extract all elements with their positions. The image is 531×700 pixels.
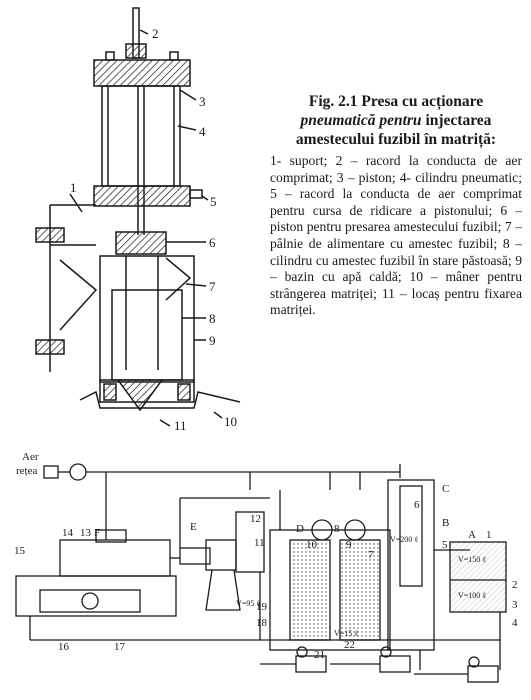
press-label-8: 8	[209, 311, 216, 326]
volume-label-95: V=95 ℓ	[236, 599, 260, 608]
press-label-4: 4	[199, 124, 206, 139]
plant-label-22: 22	[344, 639, 355, 651]
pneumatic-press-drawing: 2 3 4 1 5 6 7 8 9 10 11	[35, 7, 241, 430]
plant-label-1: 1	[486, 529, 492, 541]
plant-label-6: 6	[414, 499, 420, 511]
plant-label-11: 11	[254, 537, 265, 549]
plant-label-9: 9	[346, 539, 352, 551]
caption-title: Fig. 2.1 Presa cu acționare pneumatică p…	[270, 92, 522, 149]
press-label-2: 2	[152, 26, 159, 41]
plant-label-14: 14	[62, 527, 74, 539]
figure-caption: Fig. 2.1 Presa cu acționare pneumatică p…	[270, 92, 522, 319]
plant-schematic-drawing: Aer rețea 14 13 F 15 16 17 E 12 11 D 10 …	[14, 451, 518, 683]
plant-label-13: 13	[80, 527, 92, 539]
plant-label-12: 12	[250, 513, 261, 525]
volume-label-15: V=15 ℓ	[334, 629, 358, 638]
caption-description: 1- suport; 2 – racord la conducta de aer…	[270, 153, 522, 318]
plant-label-2: 2	[512, 579, 518, 591]
plant-label-10: 10	[306, 539, 318, 551]
plant-label-E: E	[190, 521, 197, 533]
press-label-6: 6	[209, 235, 216, 250]
plant-label-8: 8	[334, 523, 340, 535]
press-label-11: 11	[174, 418, 187, 430]
plant-label-D: D	[296, 523, 304, 535]
plant-label-17: 17	[114, 641, 126, 653]
plant-label-4: 4	[512, 617, 518, 629]
press-label-10: 10	[224, 414, 237, 429]
plant-label-F: F	[94, 527, 100, 539]
press-label-1: 1	[70, 180, 77, 195]
plant-label-aer: Aer	[22, 451, 39, 463]
plant-label-7: 7	[368, 549, 374, 561]
caption-title-italic: pneumatică pentru	[300, 112, 422, 129]
press-label-7: 7	[209, 279, 216, 294]
figure-number: Fig. 2.1	[308, 93, 358, 110]
volume-label-150: V=150 ℓ	[458, 555, 486, 564]
plant-label-A: A	[468, 529, 476, 541]
volume-label-200: V=200 ℓ	[390, 535, 418, 544]
plant-label-3: 3	[512, 599, 518, 611]
plant-label-15: 15	[14, 545, 26, 557]
press-label-5: 5	[210, 194, 217, 209]
plant-label-B: B	[442, 517, 449, 529]
press-label-9: 9	[209, 333, 216, 348]
plant-label-C: C	[442, 483, 449, 495]
plant-label-21: 21	[314, 649, 325, 661]
plant-label-5: 5	[442, 539, 448, 551]
caption-title-part2: injectarea amestecului fuzibil în matriț…	[295, 112, 497, 148]
volume-label-100: V=100 ℓ	[458, 591, 486, 600]
caption-title-part1: Presa cu acționare	[361, 93, 484, 110]
plant-label-retea: rețea	[16, 465, 37, 477]
press-label-3: 3	[199, 94, 206, 109]
plant-label-19: 19	[256, 601, 268, 613]
plant-label-18: 18	[256, 617, 268, 629]
plant-label-16: 16	[58, 641, 70, 653]
